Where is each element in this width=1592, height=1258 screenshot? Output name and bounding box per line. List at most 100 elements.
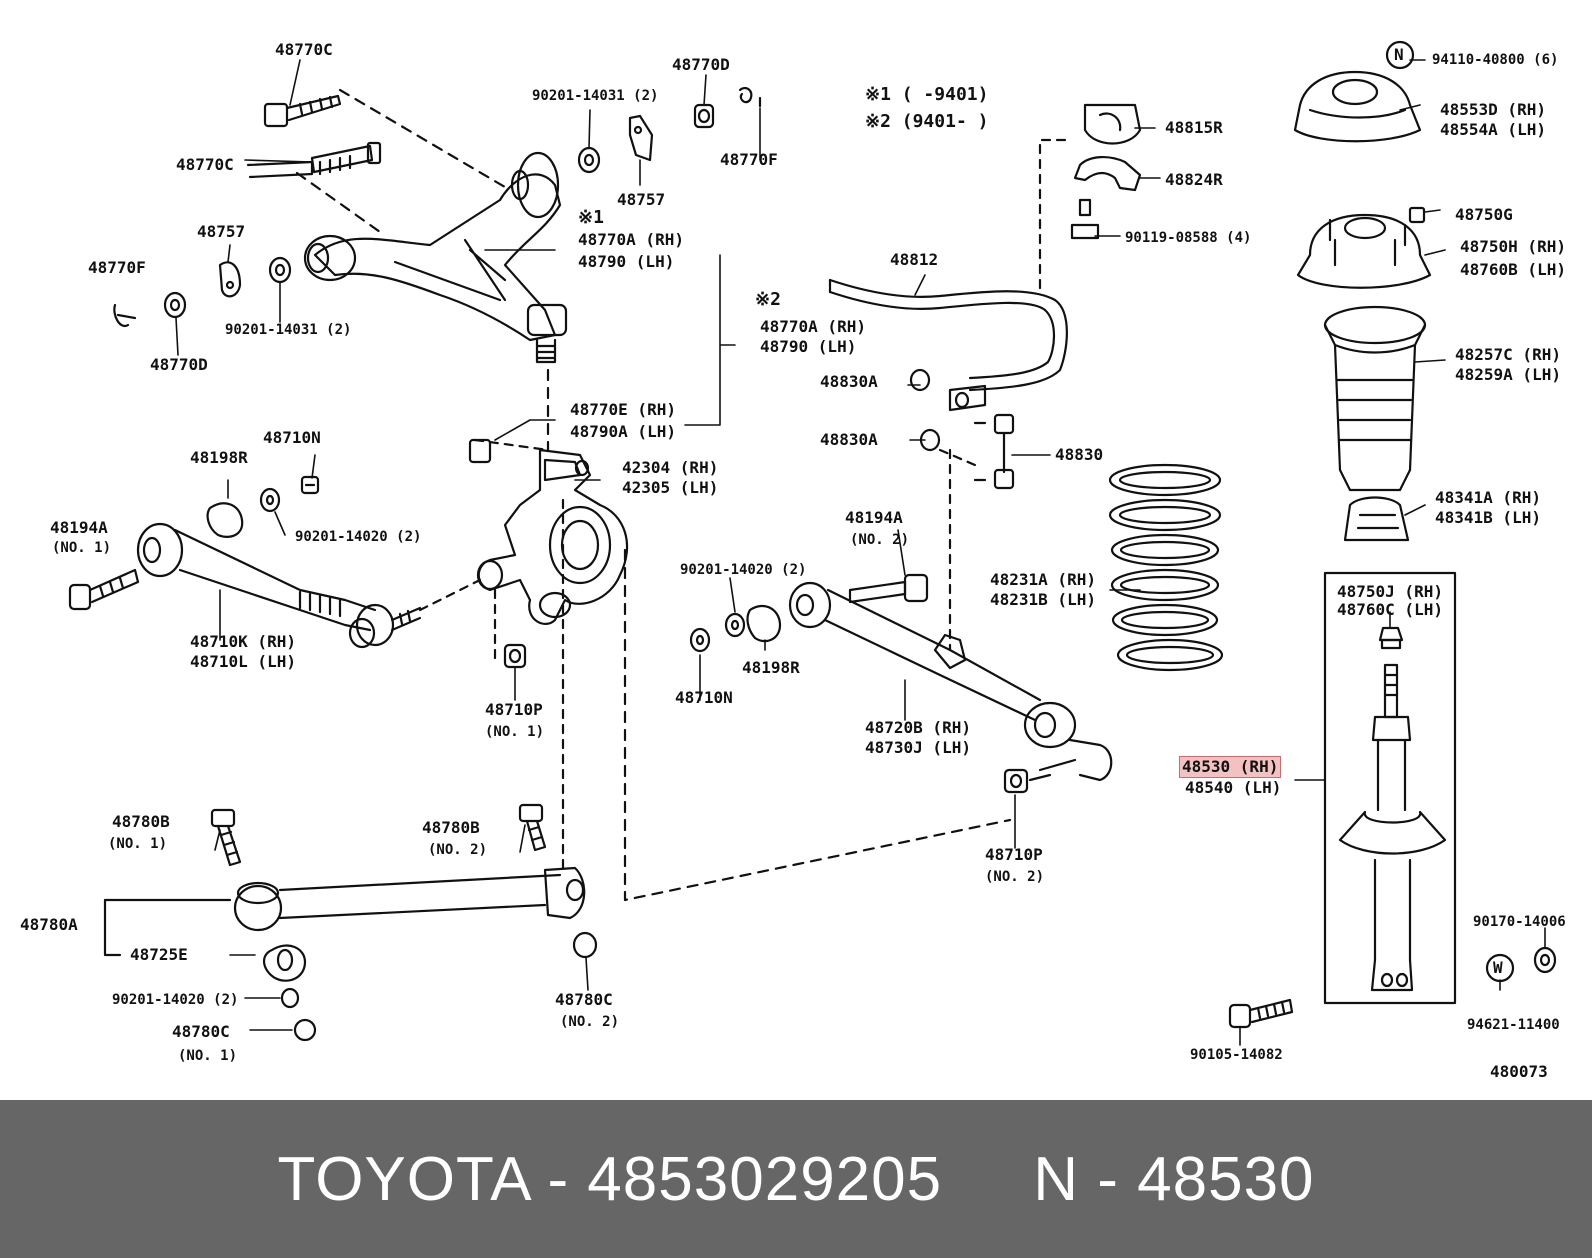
label-48720b-rh: 48720B (RH) — [865, 718, 971, 737]
label-90201-14020-right: 90201-14020 (2) — [680, 562, 807, 578]
label-48257c-rh: 48257C (RH) — [1455, 345, 1561, 364]
label-48725e: 48725E — [130, 945, 188, 964]
label-48750h-rh: 48750H (RH) — [1460, 237, 1566, 256]
note-1: ※1 ( -9401) — [865, 84, 989, 105]
label-48710p-no2-no: (NO. 2) — [985, 869, 1045, 885]
right-bushings — [689, 573, 929, 653]
label-480073: 480073 — [1490, 1062, 1548, 1081]
nut-48710P — [503, 643, 527, 669]
label-48790-lh-2: 48790 (LH) — [760, 337, 857, 356]
label-48780b-no1-no: (NO. 1) — [108, 836, 168, 852]
knuckle — [468, 438, 629, 625]
upper-arm-bolts — [246, 94, 382, 179]
n-circle — [1385, 40, 1415, 70]
label-48710n-top: 48710N — [263, 428, 321, 447]
label-48780c-no1: 48780C — [172, 1022, 230, 1041]
label-48760b-lh: 48760B (LH) — [1460, 260, 1566, 279]
label-90201-14020-bottom: 90201-14020 (2) — [112, 992, 239, 1008]
dash-line — [938, 448, 977, 652]
label-48540-lh: 48540 (LH) — [1185, 778, 1282, 797]
label-48790-lh: 48790 (LH) — [578, 252, 675, 271]
label-48790a-lh: 48790A (LH) — [570, 422, 676, 441]
label-48231b-lh: 48231B (LH) — [990, 590, 1096, 609]
label-48780a: 48780A — [20, 915, 78, 934]
label-note1-arm: ※1 — [578, 207, 604, 228]
label-48770f-top: 48770F — [720, 150, 778, 169]
label-48750g: 48750G — [1455, 205, 1513, 224]
bump-stop — [1323, 305, 1427, 542]
nut-48710P-2 — [1003, 768, 1052, 794]
label-48780b-no1: 48780B — [112, 812, 170, 831]
label-48770c-mid: 48770C — [176, 155, 234, 174]
label-48770d-left: 48770D — [150, 355, 208, 374]
label-48530-rh: 48530 (RH) — [1178, 756, 1282, 778]
diagram-drawing — [68, 40, 1557, 1046]
stabilizer-bar — [828, 278, 1068, 412]
label-94110-40800: 94110-40800 (6) — [1432, 52, 1559, 68]
dash-line — [623, 548, 1012, 902]
dash-line — [295, 171, 382, 234]
label-48830a-1: 48830A — [820, 372, 878, 391]
label-48259a-lh: 48259A (LH) — [1455, 365, 1561, 384]
label-48198r-left: 48198R — [190, 448, 248, 467]
label-48710p-no1: 48710P — [485, 700, 543, 719]
strut-top-mount — [1293, 70, 1432, 289]
label-48830: 48830 — [1055, 445, 1104, 464]
label-note2-arm: ※2 — [755, 289, 781, 310]
dash-line — [338, 88, 512, 192]
n-mark: N — [1394, 45, 1404, 64]
dash-line — [473, 438, 550, 452]
upper-control-arm — [303, 151, 568, 364]
lateral-link-left — [68, 522, 422, 649]
label-48710k-rh: 48710K (RH) — [190, 632, 296, 651]
leader-lines — [175, 59, 1546, 1046]
label-48770a-rh: 48770A (RH) — [578, 230, 684, 249]
label-48341a-rh: 48341A (RH) — [1435, 488, 1541, 507]
shock-absorber-box — [1323, 571, 1457, 1005]
label-48730j-lh: 48730J (LH) — [865, 738, 971, 757]
label-48770a-rh-2: 48770A (RH) — [760, 317, 866, 336]
label-48710p-no2: 48710P — [985, 845, 1043, 864]
label-48194a-left: 48194A — [50, 518, 108, 537]
label-48757-left: 48757 — [197, 222, 246, 241]
bracket-line — [103, 898, 232, 957]
label-48710l-lh: 48710L (LH) — [190, 652, 296, 671]
label-48780b-no2-no: (NO. 2) — [428, 842, 488, 858]
label-48780c-no1-no: (NO. 1) — [178, 1048, 238, 1064]
dash-line — [418, 578, 482, 612]
footer-part-number: TOYOTA - 4853029205 N - 48530 — [277, 1144, 1315, 1214]
label-90201-14031-top: 90201-14031 (2) — [532, 88, 659, 104]
label-48770f-left: 48770F — [88, 258, 146, 277]
label-48770c-top: 48770C — [275, 40, 333, 59]
label-42304-rh: 42304 (RH) — [622, 458, 719, 477]
left-bushings — [206, 475, 320, 538]
label-48341b-lh: 48341B (LH) — [1435, 508, 1541, 527]
label-48757-top: 48757 — [617, 190, 666, 209]
label-90170-14006: 90170-14006 — [1473, 914, 1566, 930]
shock-absorber — [1338, 626, 1447, 992]
label-48710n-right: 48710N — [675, 688, 733, 707]
label-48830a-2: 48830A — [820, 430, 878, 449]
label-48554a-lh: 48554A (LH) — [1440, 120, 1546, 139]
label-48553d-rh: 48553D (RH) — [1440, 100, 1546, 119]
label-42305-lh: 42305 (LH) — [622, 478, 719, 497]
label-48231a-rh: 48231A (RH) — [990, 570, 1096, 589]
label-48760c-lh: 48760C (LH) — [1337, 600, 1443, 619]
w-mark: W — [1493, 958, 1503, 977]
label-48750j-rh: 48750J (RH) — [1337, 582, 1443, 601]
stabilizer-link — [909, 368, 1015, 490]
label-48780c-no2-no: (NO. 2) — [560, 1014, 620, 1030]
label-90201-14020-left: 90201-14020 (2) — [295, 529, 422, 545]
label-90105-14082: 90105-14082 — [1190, 1047, 1283, 1063]
left-small-parts — [113, 256, 292, 328]
bottom-bolts — [210, 803, 547, 867]
stabilizer-bushing — [1070, 103, 1142, 240]
label-48824r: 48824R — [1165, 170, 1223, 189]
label-48770d-top: 48770D — [672, 55, 730, 74]
dash-line — [1038, 138, 1067, 292]
label-48194a-right: 48194A — [845, 508, 903, 527]
label-94621-11400: 94621-11400 — [1467, 1017, 1560, 1033]
label-48194a-left-no: (NO. 1) — [52, 540, 112, 556]
note-2: ※2 (9401- ) — [865, 111, 989, 132]
label-48780c-no2: 48780C — [555, 990, 613, 1009]
